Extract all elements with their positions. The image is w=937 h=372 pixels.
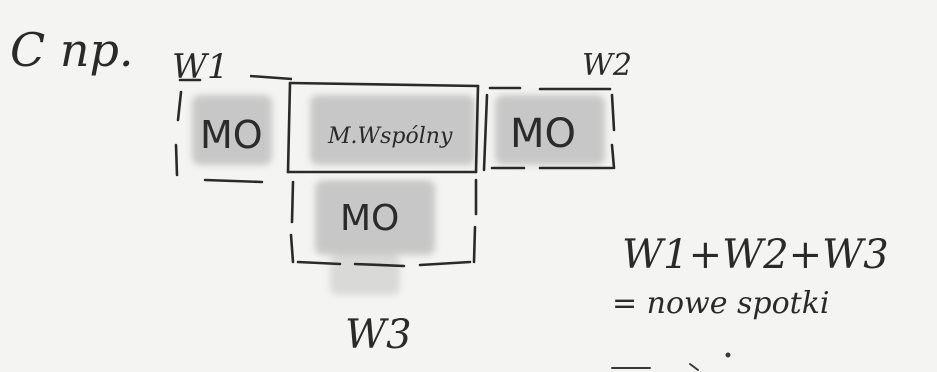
shade-bottom [315, 180, 435, 255]
shade-right [495, 95, 605, 165]
equation-line1: W1+W2+W3 [622, 232, 889, 278]
center-box-label: M.Wspólny [327, 124, 453, 149]
left-box [174, 78, 264, 184]
bottom-box-label: MO [340, 198, 399, 239]
shade-center [310, 95, 475, 165]
stray-marks [611, 352, 731, 371]
shade-left [192, 95, 272, 165]
shading [192, 95, 605, 295]
right-box-label: MO [510, 111, 576, 157]
w3-label: W3 [345, 312, 412, 358]
w1-connector [249, 74, 293, 81]
right-box [482, 86, 616, 172]
w2-label: W2 [582, 48, 632, 83]
shade-below [330, 255, 400, 295]
left-box-label: MO [200, 113, 263, 157]
equation-line2: = nowe spotki [612, 286, 830, 321]
prefix-label: C np. [10, 23, 134, 77]
bottom-box [289, 178, 478, 268]
center-box [286, 81, 480, 174]
